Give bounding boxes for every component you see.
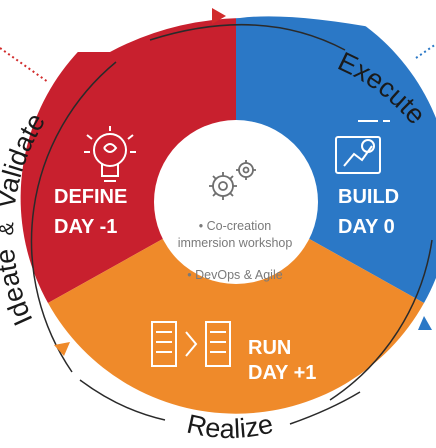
arrow-orange: [54, 342, 70, 356]
center-line1: • Co-creation: [199, 219, 272, 233]
realize-label: Realize: [184, 409, 276, 445]
lightbulb-brain-icon: [84, 126, 136, 182]
outer-arc-right: [329, 239, 433, 401]
define-line1: DEFINE: [54, 186, 127, 208]
run-segment: [48, 198, 424, 414]
server-chevron-icon: [151, 321, 231, 367]
dotted-line-red: [0, 47, 49, 83]
gears-icon: [209, 160, 256, 200]
build-line1: BUILD: [338, 186, 399, 208]
outer-arc-top: [149, 24, 346, 51]
outer-arc-bottom-right: [289, 391, 361, 425]
center-circle: [154, 120, 318, 284]
run-line2: DAY +1: [248, 362, 316, 384]
chart-monitor-icon: [335, 120, 390, 174]
dotted-line-blue: [415, 43, 436, 59]
center-line2: immersion workshop: [178, 236, 293, 250]
center-line3: • DevOps & Agile: [187, 268, 282, 282]
arrow-blue: [418, 316, 432, 330]
top-mask: [0, 0, 436, 52]
arrow-red: [212, 8, 226, 24]
run-line1: RUN: [248, 337, 291, 359]
build-line2: DAY 0: [338, 216, 395, 238]
define-line2: DAY -1: [54, 216, 117, 238]
outer-arc-left: [30, 61, 117, 373]
outer-arc-bottom-left: [79, 379, 166, 421]
ampersand-text: &: [0, 221, 18, 235]
